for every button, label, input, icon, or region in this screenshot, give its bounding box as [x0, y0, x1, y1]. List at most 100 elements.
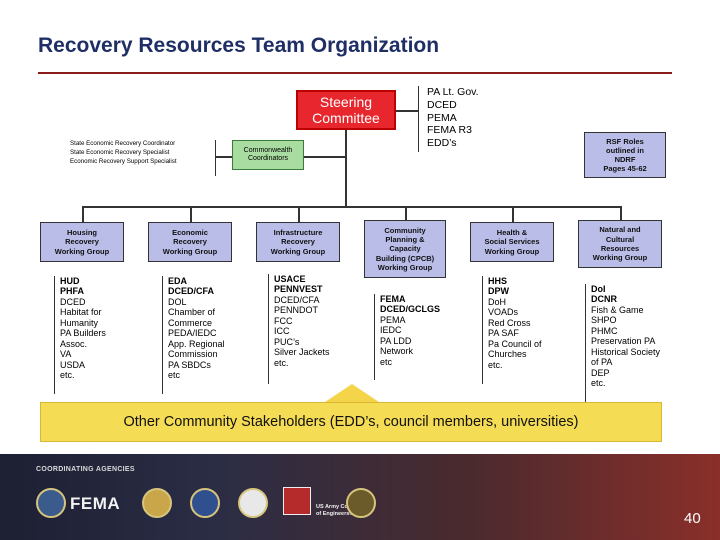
member-item: FCC [274, 316, 330, 326]
steering-members-list: PA Lt. Gov. DCED PEMA FEMA R3 EDD’s [418, 86, 508, 152]
member-item: Fish & Game [591, 305, 660, 315]
member-item: PA SBDCs [168, 360, 225, 370]
member-item: DPW [488, 286, 542, 296]
footer-label: COORDINATING AGENCIES [36, 466, 135, 473]
member-item: USACE [274, 274, 330, 284]
member-item: Humanity [60, 318, 106, 328]
member-item: Preservation PA [591, 336, 660, 346]
health-members: HHS DPW DoH VOADs Red Cross PA SAF Pa Co… [482, 276, 542, 384]
member-item: of PA [591, 357, 660, 367]
wg-label: Building (CPCB) [376, 254, 434, 263]
drop-line [298, 206, 300, 222]
hhs-seal-icon [190, 488, 220, 518]
member-item: HHS [488, 276, 542, 286]
wg-label: Infrastructure [274, 228, 323, 237]
natural-cultural-working-group: Natural and Cultural Resources Working G… [578, 220, 662, 268]
wg-label: Working Group [378, 263, 432, 272]
member-item: etc. [488, 360, 542, 370]
health-working-group: Health & Social Services Working Group [470, 222, 554, 262]
dhs-seal-icon [36, 488, 66, 518]
steering-member: PEMA [427, 112, 508, 125]
coordinator-list: State Economic Recovery Coordinator Stat… [70, 140, 216, 176]
coordinator-connector [216, 156, 232, 158]
commerce-seal-icon [142, 488, 172, 518]
wg-label: Capacity [389, 244, 420, 253]
steering-member: DCED [427, 99, 508, 112]
member-item: App. Regional [168, 339, 225, 349]
steering-committee-box: Steering Committee [296, 90, 396, 130]
member-item: DoI [591, 284, 660, 294]
coordinator-item: State Economic Recovery Coordinator [70, 140, 215, 149]
member-item: PA Builders [60, 328, 106, 338]
wg-label: Recovery [173, 237, 207, 246]
member-item: VOADs [488, 307, 542, 317]
member-item: Commission [168, 349, 225, 359]
member-item: USDA [60, 360, 106, 370]
rsf-line: outlined in [606, 146, 644, 155]
steering-label-1: Steering [320, 94, 372, 110]
member-item: PEMA [380, 315, 440, 325]
member-item: FEMA [380, 294, 440, 304]
member-item: VA [60, 349, 106, 359]
wg-label: Community [384, 226, 425, 235]
member-item: PA SAF [488, 328, 542, 338]
rsf-line: RSF Roles [606, 137, 644, 146]
fema-logo: FEMA [70, 494, 120, 514]
wg-label: Cultural [606, 235, 634, 244]
wg-label: Recovery [65, 237, 99, 246]
steering-connector [396, 110, 418, 112]
wg-label: Health & [497, 228, 527, 237]
slide-title: Recovery Resources Team Organization [38, 34, 439, 58]
horizontal-bus [82, 206, 622, 208]
member-item: PUC’s [274, 337, 330, 347]
member-item: Network [380, 346, 440, 356]
member-item: Habitat for [60, 307, 106, 317]
infrastructure-working-group: Infrastructure Recovery Working Group [256, 222, 340, 262]
member-item: DCED/CFA [168, 286, 225, 296]
member-item: PEDA/IEDC [168, 328, 225, 338]
member-item: Churches [488, 349, 542, 359]
member-item: PHMC [591, 326, 660, 336]
wg-label: Natural and [599, 225, 640, 234]
rsf-line: NDRF [615, 155, 636, 164]
member-item: Red Cross [488, 318, 542, 328]
economic-working-group: Economic Recovery Working Group [148, 222, 232, 262]
member-item: Silver Jackets [274, 347, 330, 357]
member-item: etc. [60, 370, 106, 380]
drop-line [512, 206, 514, 222]
member-item: Assoc. [60, 339, 106, 349]
member-item: DCED/CFA [274, 295, 330, 305]
wg-label: Working Group [163, 247, 217, 256]
stakeholder-arrow-icon [322, 384, 382, 404]
wg-label: Working Group [485, 247, 539, 256]
commonwealth-line: Commonwealth [244, 147, 293, 155]
member-item: ICC [274, 326, 330, 336]
member-item: Chamber of [168, 307, 225, 317]
member-item: EDA [168, 276, 225, 286]
member-item: DCED/GCLGS [380, 304, 440, 314]
member-item: PA LDD [380, 336, 440, 346]
economic-members: EDA DCED/CFA DOL Chamber of Commerce PED… [162, 276, 225, 394]
coordinator-to-trunk [304, 156, 346, 158]
cpcb-members: FEMA DCED/GCLGS PEMA IEDC PA LDD Network… [374, 294, 440, 380]
hud-seal-icon [238, 488, 268, 518]
title-divider [38, 72, 672, 74]
drop-line [190, 206, 192, 222]
wg-label: Working Group [593, 253, 647, 262]
steering-label-2: Committee [312, 110, 380, 126]
member-item: PENNVEST [274, 284, 330, 294]
member-item: PENNDOT [274, 305, 330, 315]
housing-members: HUD PHFA DCED Habitat for Humanity PA Bu… [54, 276, 106, 394]
wg-label: Social Services [484, 237, 539, 246]
wg-label: Working Group [271, 247, 325, 256]
member-item: Historical Society [591, 347, 660, 357]
infrastructure-members: USACE PENNVEST DCED/CFA PENNDOT FCC ICC … [268, 274, 330, 384]
member-item: HUD [60, 276, 106, 286]
wg-label: Housing [67, 228, 97, 237]
trunk-line [345, 130, 347, 206]
commonwealth-coordinators-box: Commonwealth Coordinators [232, 140, 304, 170]
member-item: etc [380, 357, 440, 367]
interior-seal-icon [346, 488, 376, 518]
member-item: Commerce [168, 318, 225, 328]
steering-member: FEMA R3 [427, 124, 508, 137]
